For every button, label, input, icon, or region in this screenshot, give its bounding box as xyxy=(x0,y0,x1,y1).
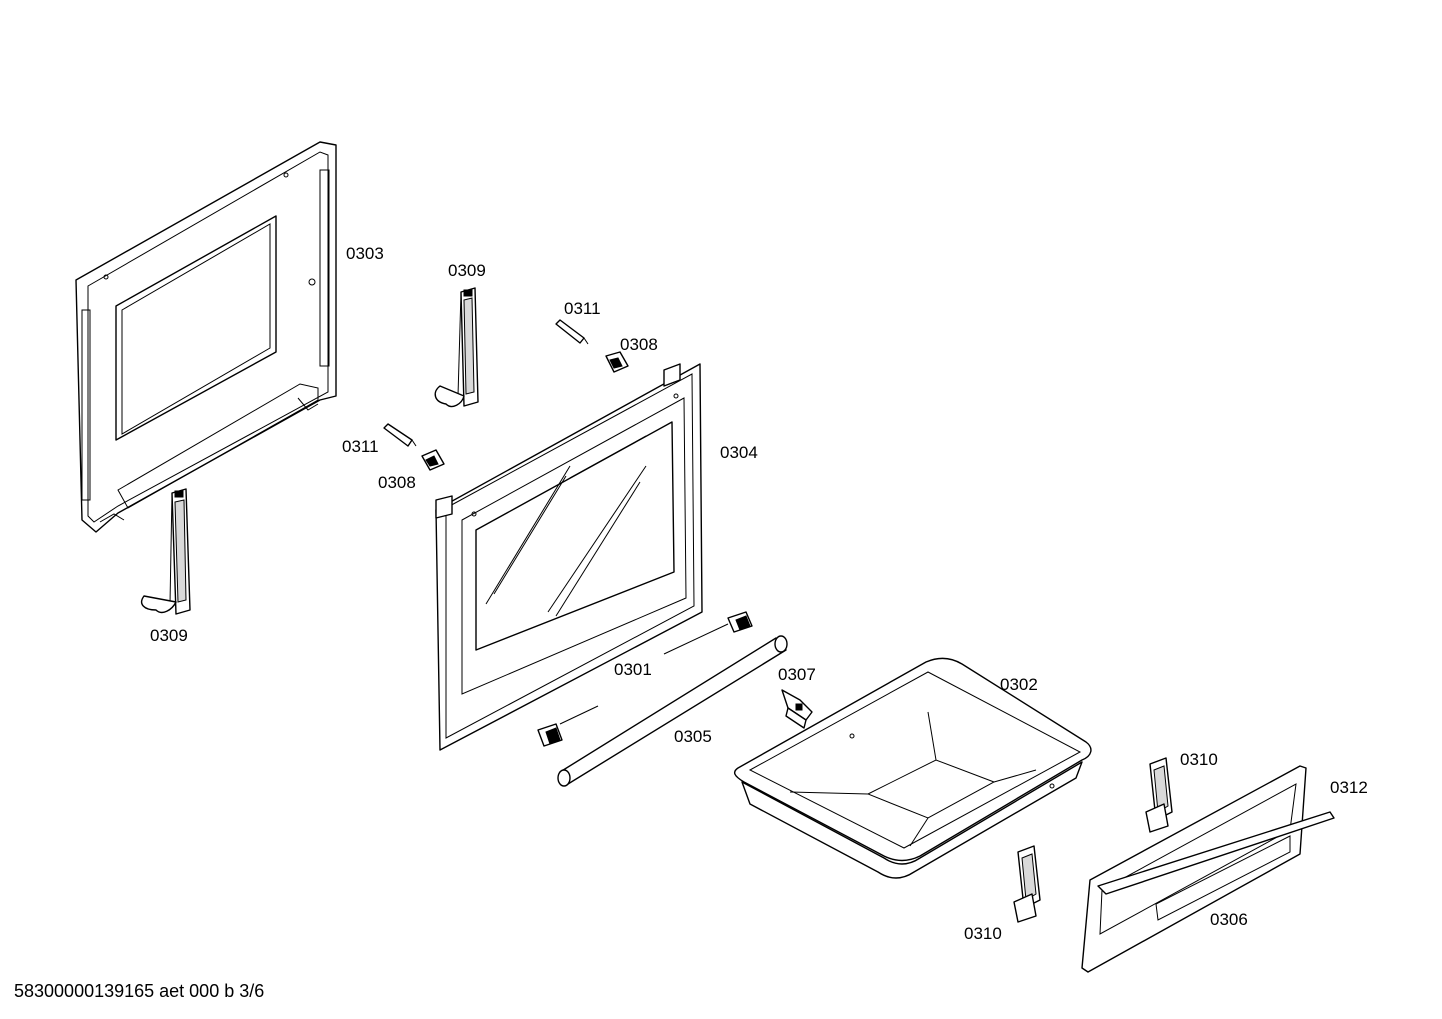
label-0309-upper: 0309 xyxy=(448,261,486,280)
hinge-0309-lower xyxy=(140,488,191,615)
inner-door-panel-0303 xyxy=(75,141,337,533)
trim-strip-0312 xyxy=(1097,811,1335,895)
document-code: 58300000139165 aet 000 b 3/6 xyxy=(14,981,265,1001)
runner-0310-lower xyxy=(1013,845,1041,923)
label-0303: 0303 xyxy=(346,244,384,263)
label-0310-upper: 0310 xyxy=(1180,750,1218,769)
outer-door-0304 xyxy=(435,363,703,751)
hinge-0309-upper xyxy=(434,287,479,408)
label-0306: 0306 xyxy=(1210,910,1248,929)
label-0311-lower: 0311 xyxy=(342,437,379,456)
clip-0308-upper xyxy=(605,351,629,373)
label-0309-lower: 0309 xyxy=(150,626,188,645)
handle-rod-0305 xyxy=(557,635,788,787)
tray-0302 xyxy=(733,657,1092,879)
label-0310-lower: 0310 xyxy=(964,924,1002,943)
leader-0301-left xyxy=(559,705,599,725)
clip-0308-lower xyxy=(421,449,445,471)
label-0308-upper: 0308 xyxy=(620,335,658,354)
handle-end-cap-0301-right xyxy=(727,611,753,633)
bracket-0307 xyxy=(781,689,813,729)
label-0311-upper: 0311 xyxy=(564,299,601,318)
label-0308-lower: 0308 xyxy=(378,473,416,492)
label-0301: 0301 xyxy=(614,660,652,679)
label-0307: 0307 xyxy=(778,665,816,684)
label-0305: 0305 xyxy=(674,727,712,746)
label-0304: 0304 xyxy=(720,443,758,462)
pin-0311-lower xyxy=(383,423,417,447)
pin-0311-upper xyxy=(555,319,589,345)
leader-0301-right xyxy=(663,623,729,655)
label-0312: 0312 xyxy=(1330,778,1368,797)
handle-end-cap-0301-left xyxy=(537,723,563,747)
label-0302: 0302 xyxy=(1000,675,1038,694)
drawer-front-0306 xyxy=(1081,765,1307,973)
runner-0310-upper xyxy=(1145,757,1173,833)
